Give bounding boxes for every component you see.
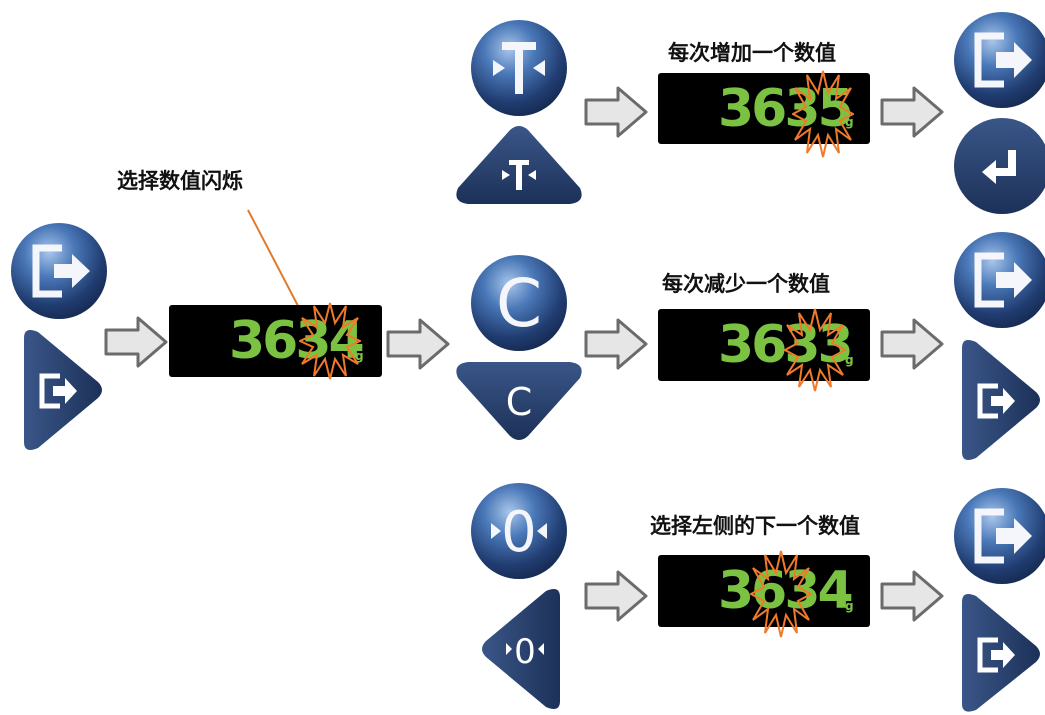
enter-icon xyxy=(982,150,1016,184)
annotation-select-flash: 选择数值闪烁 xyxy=(117,169,243,193)
arrow-right-icon xyxy=(584,570,648,622)
enter-round-button[interactable] xyxy=(952,116,1045,216)
weight-display-decrement: 3633 g xyxy=(658,308,870,392)
tare-round-button[interactable] xyxy=(469,18,569,118)
tare-icon xyxy=(493,42,545,94)
arrow-right-icon xyxy=(880,318,944,370)
clear-triangle-button[interactable]: C xyxy=(452,360,586,442)
exit-triangle-button[interactable] xyxy=(20,326,106,454)
display-unit: g xyxy=(845,599,854,613)
tare-triangle-button[interactable] xyxy=(452,124,586,206)
annotation-select-left: 选择左侧的下一个数值 xyxy=(650,514,860,538)
flash-burst-icon xyxy=(792,70,854,158)
annotation-increment: 每次增加一个数值 xyxy=(668,41,836,65)
display-value: 3634 xyxy=(229,311,365,371)
arrow-right-icon xyxy=(880,570,944,622)
weight-display-increment: 3635 g xyxy=(658,70,870,158)
flash-burst-icon xyxy=(750,550,812,638)
clear-icon: C xyxy=(496,265,542,342)
exit-icon xyxy=(974,252,1004,308)
exit-round-button[interactable] xyxy=(952,486,1045,586)
exit-triangle-button[interactable] xyxy=(958,336,1044,464)
display-unit: g xyxy=(845,353,854,367)
display-unit: g xyxy=(355,349,364,363)
exit-icon xyxy=(39,373,60,409)
exit-icon xyxy=(974,32,1004,88)
zero-round-button[interactable]: 0 xyxy=(469,481,569,581)
arrow-right-icon xyxy=(386,318,450,370)
exit-icon xyxy=(32,244,62,298)
annotation-decrement: 每次减少一个数值 xyxy=(662,272,830,296)
flash-burst-icon xyxy=(299,302,361,380)
exit-icon xyxy=(974,508,1004,564)
exit-round-button[interactable] xyxy=(10,222,108,320)
display-value: 3633 xyxy=(718,315,854,375)
clear-round-button[interactable]: C xyxy=(469,253,569,353)
zero-triangle-button[interactable]: 0 xyxy=(478,585,564,713)
exit-round-button[interactable] xyxy=(952,230,1045,330)
exit-round-button[interactable] xyxy=(952,10,1045,110)
clear-icon: C xyxy=(506,380,533,424)
zero-icon: 0 xyxy=(506,632,544,672)
svg-text:0: 0 xyxy=(514,632,536,672)
arrow-right-icon xyxy=(584,318,648,370)
arrow-right-icon xyxy=(584,86,648,138)
display-value: 3635 xyxy=(718,78,854,139)
svg-text:0: 0 xyxy=(501,500,537,565)
exit-icon xyxy=(977,383,998,419)
flash-burst-icon xyxy=(784,308,846,392)
display-unit: g xyxy=(845,115,854,129)
arrow-right-icon xyxy=(880,86,944,138)
exit-icon xyxy=(977,637,998,673)
tare-icon xyxy=(502,160,536,190)
arrow-right-icon xyxy=(104,316,168,368)
zero-icon: 0 xyxy=(491,500,547,565)
weight-display-select-left: 3634 g xyxy=(658,550,870,638)
weight-display-main: 3634 g xyxy=(169,302,382,380)
exit-triangle-button[interactable] xyxy=(958,590,1044,715)
